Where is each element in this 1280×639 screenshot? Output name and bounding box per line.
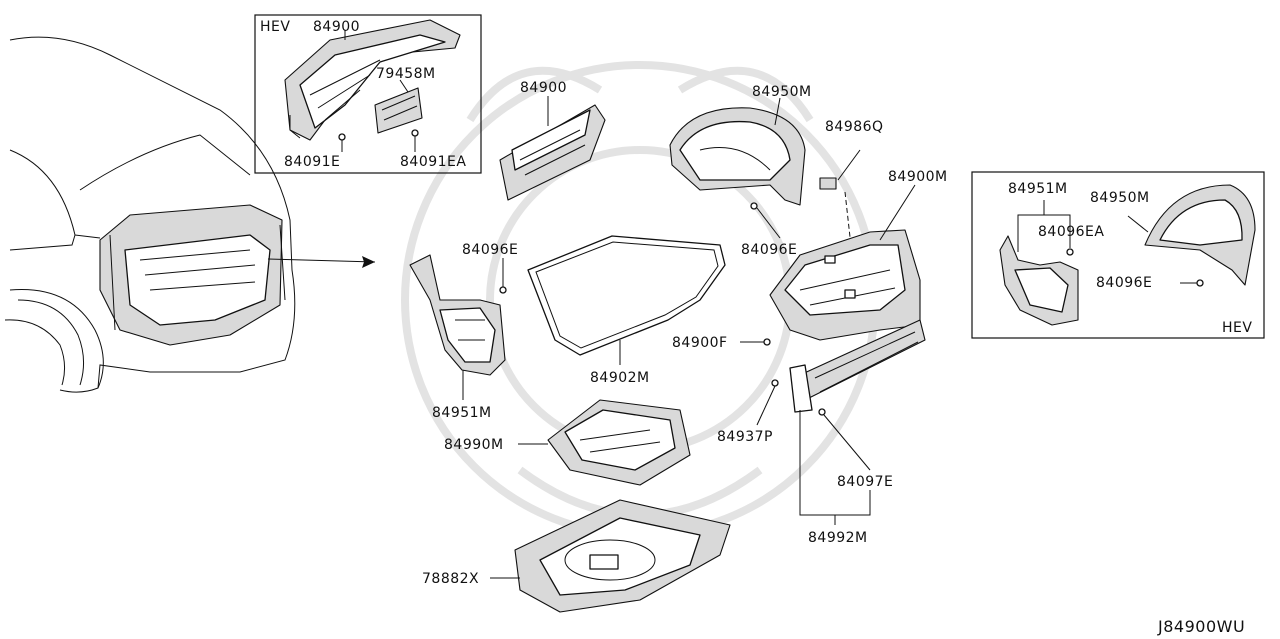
part-78882X-drawing: [514, 499, 731, 613]
part-84992M-drawing: [789, 319, 926, 413]
label-84902M: 84902M: [590, 370, 650, 386]
label-84900: 84900: [520, 80, 567, 96]
hev-label-top: HEV: [260, 19, 290, 35]
hev-inset-top: [254, 14, 482, 174]
label-84950M: 84950M: [752, 84, 812, 100]
label-79458M: 79458M: [376, 66, 436, 82]
bolt-84091E-icon: [338, 133, 346, 141]
label-84097E: 84097E: [837, 474, 893, 490]
label-84091EA: 84091EA: [400, 154, 466, 170]
label-84900M: 84900M: [888, 169, 948, 185]
label-78882X: 78882X: [422, 571, 479, 587]
label-84096E-mid: 84096E: [741, 242, 797, 258]
part-84900M-drawing: [769, 229, 921, 341]
label-84951M: 84951M: [432, 405, 492, 421]
clip-84096E-left-icon: [499, 286, 507, 294]
clip-84096EA-hev-icon: [1066, 248, 1074, 256]
clip-84097E-icon: [818, 408, 826, 416]
label-84096E-hev: 84096E: [1096, 275, 1152, 291]
part-84950M-drawing: [669, 107, 806, 206]
label-84986Q: 84986Q: [825, 119, 884, 135]
part-84951M-drawing: [409, 254, 506, 376]
label-84990M: 84990M: [444, 437, 504, 453]
hev-inset-right: [971, 171, 1265, 339]
label-84950M-hev: 84950M: [1090, 190, 1150, 206]
clip-84900F-icon: [763, 338, 771, 346]
part-84986Q-drawing: [819, 177, 837, 190]
label-84900-hev: 84900: [313, 19, 360, 35]
label-84992M: 84992M: [808, 530, 868, 546]
label-84096EA-hev: 84096EA: [1038, 224, 1104, 240]
diagram-code: J84900WU: [1157, 617, 1245, 636]
part-84900-drawing: [499, 104, 606, 201]
label-84091E: 84091E: [284, 154, 340, 170]
part-84902M-drawing: [527, 235, 726, 356]
part-84990M-drawing: [547, 399, 691, 486]
part-84951M-hev-drawing: [999, 235, 1079, 326]
clip-84096E-hev-icon: [1196, 279, 1204, 287]
part-79458M-drawing: [374, 87, 423, 134]
bolt-84091EA-icon: [411, 129, 419, 137]
clip-84096E-mid-icon: [750, 202, 758, 210]
hev-label-right: HEV: [1222, 320, 1252, 336]
label-84937P: 84937P: [717, 429, 773, 445]
clip-84937P-icon: [771, 379, 779, 387]
label-84951M-hev: 84951M: [1008, 181, 1068, 197]
part-84950M-hev-drawing: [1144, 184, 1256, 286]
label-84096E-left: 84096E: [462, 242, 518, 258]
car-rear-illustration: [4, 36, 376, 393]
part-84900-hev-drawing: [284, 19, 461, 141]
label-84900F: 84900F: [672, 335, 728, 351]
